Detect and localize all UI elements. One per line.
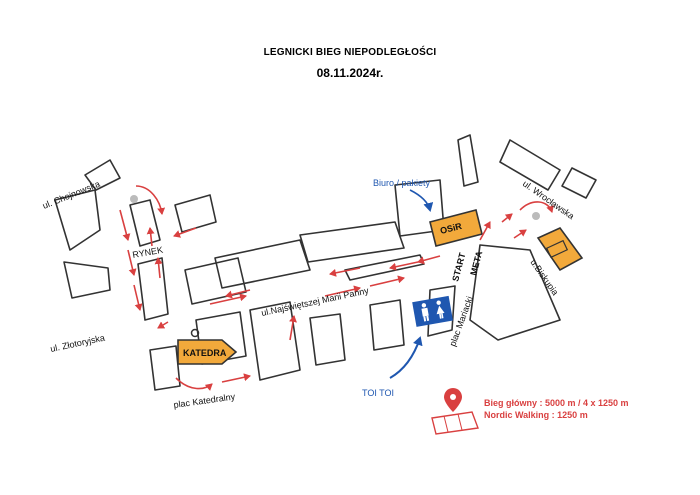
street-najswietszej: ul.Najświętszej Marii Panny: [260, 285, 370, 318]
osir-building: OSiR: [429, 209, 483, 247]
rynek-label: RYNEK: [132, 245, 164, 260]
legend-main-run: Bieg główny : 5000 m / 4 x 1250 m: [484, 398, 629, 408]
event-date: 08.11.2024r.: [316, 66, 384, 80]
street-zlotoryjska: ul. Złotoryjska: [49, 333, 105, 354]
meta-label: META: [468, 249, 484, 276]
street-wroclawska: ul. Wrocławska: [521, 178, 576, 221]
toi-arrow: [389, 336, 423, 379]
legend-nordic-walking: Nordic Walking : 1250 m: [484, 410, 588, 420]
biskupia-building: [536, 227, 584, 272]
start-label: START: [450, 251, 467, 282]
place-katedralny: plac Katedralny: [173, 391, 236, 410]
map-pin-icon: [431, 388, 479, 435]
rynek-marker: [130, 195, 138, 203]
biuro-arrow: [409, 189, 434, 212]
route-arrows: [119, 185, 554, 391]
street-chojnowska: ul. Chojnowska: [41, 179, 101, 211]
wroclawska-marker: [532, 212, 540, 220]
toilet-sign: [412, 295, 453, 327]
biuro-label: Biuro / pakiety: [373, 178, 431, 188]
katedra-building: KATEDRA: [177, 328, 238, 365]
building-outlines: [54, 134, 597, 391]
katedra-label: KATEDRA: [183, 348, 227, 358]
event-title: LEGNICKI BIEG NIEPODLEGŁOŚCI: [263, 47, 437, 58]
toi-label: TOI TOI: [362, 388, 394, 398]
